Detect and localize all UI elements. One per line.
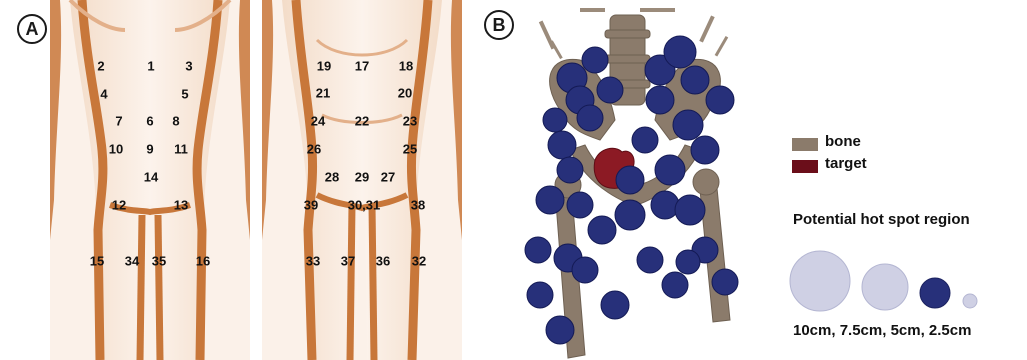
front-point-label: 8 bbox=[172, 114, 179, 129]
hotspot-sphere bbox=[662, 272, 688, 298]
hotspot-sphere bbox=[651, 191, 679, 219]
back-point-label: 19 bbox=[317, 59, 331, 74]
hotspot-sphere bbox=[572, 257, 598, 283]
back-point-label: 28 bbox=[325, 170, 339, 185]
back-point-label: 29 bbox=[355, 170, 369, 185]
back-point-label: 39 bbox=[304, 198, 318, 213]
target-legend-label: target bbox=[825, 155, 867, 172]
hotspot-sphere bbox=[525, 237, 551, 263]
hotspot-sphere bbox=[691, 136, 719, 164]
back-point-label: 33 bbox=[306, 254, 320, 269]
front-point-label: 10 bbox=[109, 142, 123, 157]
hotspot-sphere bbox=[601, 291, 629, 319]
hotspot-sphere bbox=[543, 108, 567, 132]
hotspot-sphere bbox=[646, 86, 674, 114]
hotspot-sphere bbox=[557, 157, 583, 183]
hotspot-sphere bbox=[681, 66, 709, 94]
back-point-label: 21 bbox=[316, 86, 330, 101]
target-swatch bbox=[792, 160, 818, 173]
hotspot-sphere bbox=[616, 166, 644, 194]
front-point-label: 3 bbox=[185, 59, 192, 74]
back-point-label: 24 bbox=[311, 114, 325, 129]
hotspot-sphere bbox=[582, 47, 608, 73]
panel-label-a: A bbox=[17, 14, 47, 44]
hotspot-sphere bbox=[546, 316, 574, 344]
front-point-label: 12 bbox=[112, 198, 126, 213]
back-point-label: 25 bbox=[403, 142, 417, 157]
hotspot-sphere bbox=[637, 247, 663, 273]
front-point-label: 2 bbox=[97, 59, 104, 74]
front-point-label: 11 bbox=[174, 142, 188, 157]
hotspot-sphere bbox=[527, 282, 553, 308]
hotspot-sphere bbox=[577, 105, 603, 131]
back-point-label: 20 bbox=[398, 86, 412, 101]
front-point-label: 9 bbox=[146, 142, 153, 157]
size-10cm-circle bbox=[790, 251, 850, 311]
back-point-label: 17 bbox=[355, 59, 369, 74]
back-point-label: 32 bbox=[412, 254, 426, 269]
back-point-label: 37 bbox=[341, 254, 355, 269]
size-5cm-circle bbox=[920, 278, 950, 308]
hotspot-sphere bbox=[548, 131, 576, 159]
hotspot-sphere bbox=[675, 195, 705, 225]
front-point-label: 7 bbox=[115, 114, 122, 129]
hotspot-sphere bbox=[673, 110, 703, 140]
hotspot-sphere bbox=[588, 216, 616, 244]
bone-legend-label: bone bbox=[825, 133, 861, 150]
front-point-label: 34 bbox=[125, 254, 139, 269]
back-point-label: 30,31 bbox=[348, 198, 381, 213]
hotspot-size-legend bbox=[780, 245, 1020, 325]
hotspot-sphere bbox=[536, 186, 564, 214]
skeleton-hotspot-render bbox=[510, 0, 760, 360]
front-point-label: 16 bbox=[196, 254, 210, 269]
size-2_5cm-circle bbox=[963, 294, 977, 308]
hotspot-legend-title: Potential hot spot region bbox=[793, 211, 970, 228]
back-point-label: 23 bbox=[403, 114, 417, 129]
hotspot-sphere bbox=[712, 269, 738, 295]
size-7_5cm-circle bbox=[862, 264, 908, 310]
bone-swatch bbox=[792, 138, 818, 151]
hotspot-sphere bbox=[567, 192, 593, 218]
hotspot-sphere bbox=[655, 155, 685, 185]
back-point-label: 27 bbox=[381, 170, 395, 185]
front-point-label: 13 bbox=[174, 198, 188, 213]
hotspot-sphere bbox=[664, 36, 696, 68]
back-point-label: 38 bbox=[411, 198, 425, 213]
front-point-label: 35 bbox=[152, 254, 166, 269]
back-point-label: 22 bbox=[355, 114, 369, 129]
hotspot-sphere bbox=[597, 77, 623, 103]
front-point-label: 15 bbox=[90, 254, 104, 269]
back-point-label: 18 bbox=[399, 59, 413, 74]
hotspot-size-labels: 10cm, 7.5cm, 5cm, 2.5cm bbox=[793, 322, 971, 339]
back-point-label: 26 bbox=[307, 142, 321, 157]
front-point-label: 1 bbox=[147, 59, 154, 74]
front-point-label: 4 bbox=[100, 87, 107, 102]
front-point-label: 6 bbox=[146, 114, 153, 129]
front-point-label: 5 bbox=[181, 87, 188, 102]
hotspot-sphere bbox=[632, 127, 658, 153]
hotspot-sphere bbox=[615, 200, 645, 230]
hotspot-sphere bbox=[676, 250, 700, 274]
front-point-label: 14 bbox=[144, 170, 158, 185]
back-point-label: 36 bbox=[376, 254, 390, 269]
hotspot-sphere bbox=[706, 86, 734, 114]
